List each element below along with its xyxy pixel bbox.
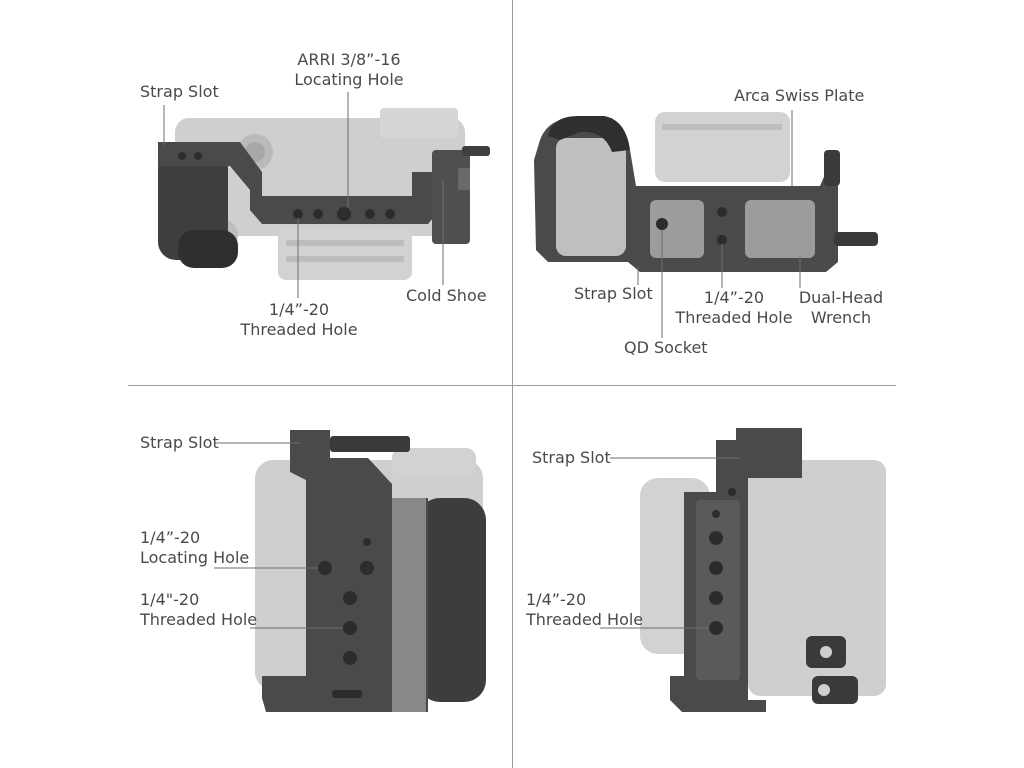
plate-cutout [745,200,815,258]
grip [418,498,486,702]
label-line: 1/4"-20 [140,590,200,609]
label-line: Threaded Hole [526,610,644,629]
label-cold-shoe: Cold Shoe [406,286,487,305]
left-side-illustration [214,430,486,712]
plate-cutout [650,200,704,258]
label-line: Dual-Head [798,288,884,307]
wrench-screw [818,684,830,696]
threaded-hole [343,591,357,605]
label-locating-hole: 1/4”-20 Locating Hole [140,528,249,568]
threaded-hole [343,651,357,665]
label-line: ARRI 3/8”-16 [297,50,401,69]
threaded-hole [717,207,727,217]
right-side-illustration [600,428,886,712]
label-strap-slot: Strap Slot [140,433,219,452]
lens-ring [286,240,404,246]
threaded-hole [313,209,323,219]
dual-head-wrench [824,150,840,186]
threaded-hole [385,209,395,219]
screw-knob [834,232,878,246]
label-strap-slot: Strap Slot [140,82,219,101]
grip [548,116,630,152]
threaded-hole [293,209,303,219]
label-dual-head-wrench: Dual-Head Wrench [796,288,886,328]
top-view-illustration [158,92,490,298]
screw-knob [462,146,490,156]
vertical-divider [512,0,513,768]
camera-lens [655,112,790,182]
lens-ring [286,256,404,262]
strap-slot [178,152,186,160]
label-threaded-hole: 1/4”-20 Threaded Hole [526,590,643,630]
grip-texture [178,230,238,268]
bottom-view-illustration [534,110,878,338]
label-strap-slot: Strap Slot [574,284,653,303]
side-plate-bevel [392,498,426,712]
label-line: Threaded Hole [240,320,358,339]
label-arca-swiss-plate: Arca Swiss Plate [734,86,865,105]
label-line: Wrench [810,308,872,327]
threaded-hole [709,531,723,545]
threaded-hole [717,235,727,245]
qd-socket [656,218,668,230]
small-hole [363,538,371,546]
small-hole [712,510,720,518]
camera-viewfinder [380,108,458,138]
threaded-hole [360,561,374,575]
label-line: 1/4”-20 [526,590,587,609]
strap-slot [332,690,362,698]
top-plate [158,142,440,224]
side-mount-screw [820,646,832,658]
strap-slot [194,152,202,160]
label-line: Threaded Hole [675,308,793,327]
horizontal-divider [128,385,896,386]
cold-shoe [458,168,470,190]
label-line: Locating Hole [140,548,250,567]
side-plate [432,150,470,244]
plate-inner [696,500,740,680]
label-line: 1/4”-20 [268,300,330,319]
label-arri-hole: ARRI 3/8”-16 Locating Hole [282,50,416,90]
label-threaded-hole: 1/4"-20 Threaded Hole [140,590,257,630]
locating-hole [318,561,332,575]
label-qd-socket: QD Socket [624,338,708,357]
label-line: 1/4”-20 [703,288,765,307]
label-line: Locating Hole [294,70,404,89]
threaded-hole [343,621,357,635]
threaded-hole [365,209,375,219]
dual-head-wrench [812,676,858,704]
threaded-hole [709,561,723,575]
camera-dial [392,448,476,476]
threaded-hole [709,591,723,605]
camera-body [556,138,626,256]
label-line: 1/4”-20 [140,528,201,547]
label-strap-slot: Strap Slot [532,448,611,467]
side-plate [262,430,428,712]
label-line: Threaded Hole [140,610,258,629]
lens-ring [662,124,782,130]
camera-body [748,460,886,696]
top-handle [330,436,410,452]
threaded-hole [709,621,723,635]
label-threaded-hole: 1/4”-20 Threaded Hole [674,288,794,328]
arri-hole [337,207,351,221]
small-hole [728,488,736,496]
label-threaded-hole: 1/4”-20 Threaded Hole [238,300,360,340]
